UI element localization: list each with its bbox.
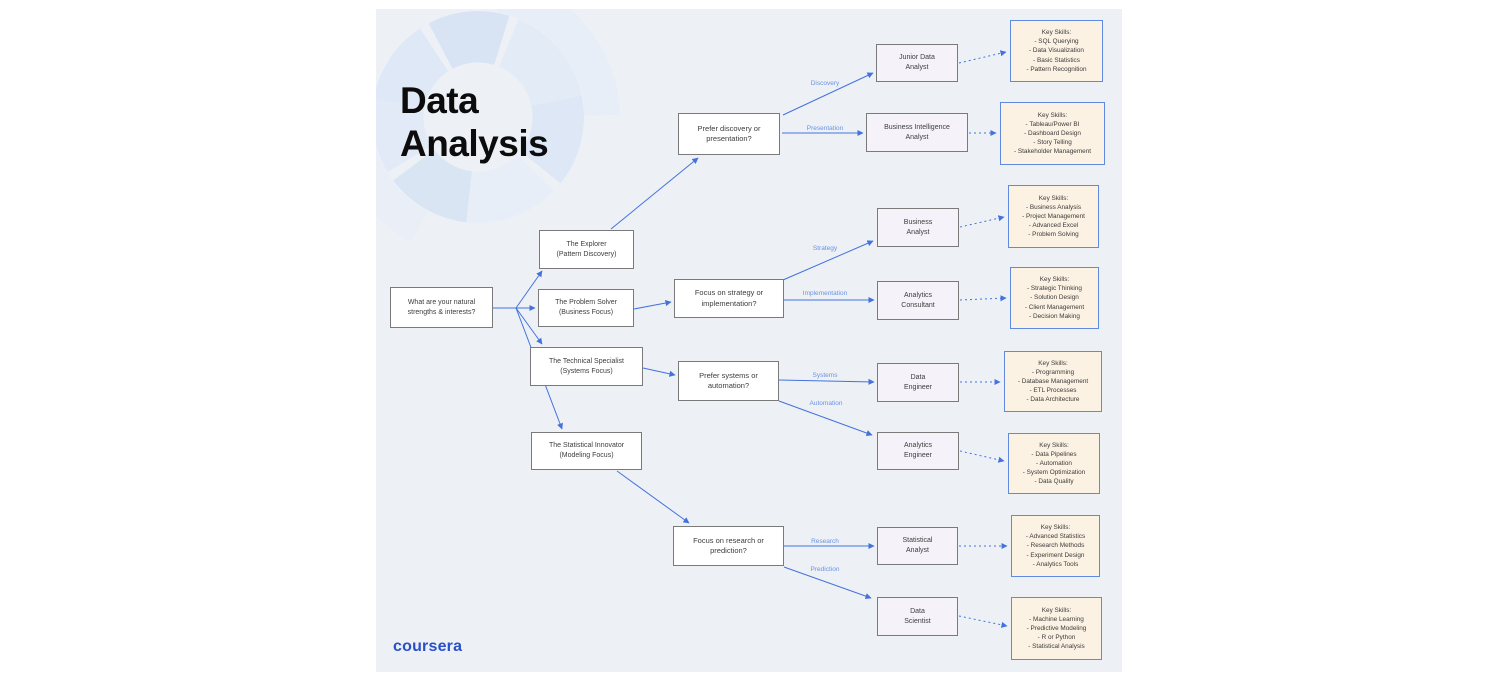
role-node-data-engineer: Data Engineer: [877, 363, 959, 402]
skills-card-junior-data-analyst: Key Skills: - SQL Querying - Data Visual…: [1010, 20, 1103, 82]
skills-card-data-engineer: Key Skills: - Programming - Database Man…: [1004, 351, 1102, 412]
decision-node-strategy-implementation: Focus on strategy or implementation?: [674, 279, 784, 318]
skills-card-statistical-analyst: Key Skills: - Advanced Statistics - Rese…: [1011, 515, 1100, 577]
branch-label-presentation: Presentation: [806, 125, 844, 132]
role-node-analytics-engineer: Analytics Engineer: [877, 432, 959, 470]
coursera-logo: coursera: [393, 638, 463, 655]
branch-label-research: Research: [811, 538, 839, 545]
decision-node-research-prediction: Focus on research or prediction?: [673, 526, 784, 566]
branch-label-automation: Automation: [809, 400, 843, 407]
role-node-analytics-consultant: Analytics Consultant: [877, 281, 959, 320]
skills-card-business-analyst: Key Skills: - Business Analysis - Projec…: [1008, 185, 1099, 248]
role-node-business-analyst: Business Analyst: [877, 208, 959, 247]
persona-node-statistical-innovator: The Statistical Innovator (Modeling Focu…: [531, 432, 642, 470]
role-node-business-intelligence-analyst: Business Intelligence Analyst: [866, 113, 968, 152]
infographic-panel: Data Analysis: [376, 9, 1122, 672]
page-title: Data Analysis: [400, 80, 549, 165]
branch-label-discovery: Discovery: [810, 80, 840, 87]
branch-label-prediction: Prediction: [810, 566, 840, 573]
decision-node-systems-automation: Prefer systems or automation?: [678, 361, 779, 401]
persona-node-technical-specialist: The Technical Specialist (Systems Focus): [530, 347, 643, 386]
persona-node-explorer: The Explorer (Pattern Discovery): [539, 230, 634, 269]
decision-node-discovery-presentation: Prefer discovery or presentation?: [678, 113, 780, 155]
role-node-data-scientist: Data Scientist: [877, 597, 958, 636]
skills-card-analytics-engineer: Key Skills: - Data Pipelines - Automatio…: [1008, 433, 1100, 494]
branch-label-strategy: Strategy: [812, 245, 838, 252]
role-node-junior-data-analyst: Junior Data Analyst: [876, 44, 958, 82]
persona-node-problem-solver: The Problem Solver (Business Focus): [538, 289, 634, 327]
role-node-statistical-analyst: Statistical Analyst: [877, 527, 958, 565]
donut-chart-decoration: [376, 11, 584, 223]
root-question-node: What are your natural strengths & intere…: [390, 287, 493, 328]
skills-card-data-scientist: Key Skills: - Machine Learning - Predict…: [1011, 597, 1102, 660]
skills-card-analytics-consultant: Key Skills: - Strategic Thinking - Solut…: [1010, 267, 1099, 329]
skills-card-business-intelligence-analyst: Key Skills: - Tableau/Power BI - Dashboa…: [1000, 102, 1105, 165]
branch-label-systems: Systems: [812, 372, 838, 379]
branch-label-implementation: Implementation: [802, 290, 848, 297]
connector-arrows: [493, 50, 1008, 628]
